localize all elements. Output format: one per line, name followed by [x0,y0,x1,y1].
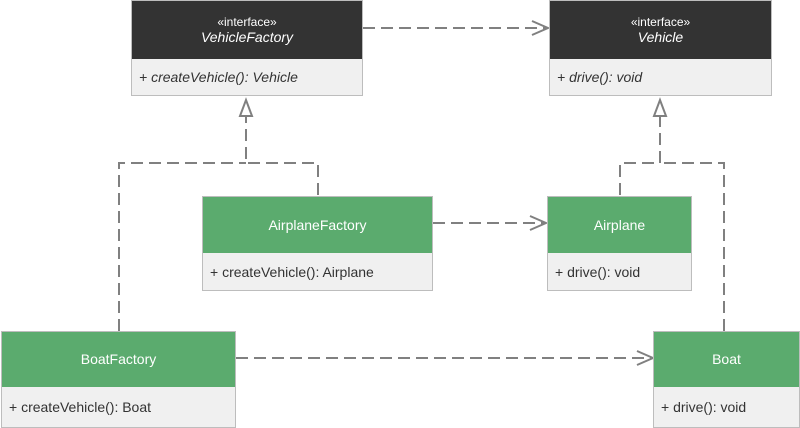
realization-airplane-vehicle [619,117,661,195]
boat-class-box: Boat + drive(): void [653,331,800,428]
vehicle-header: «interface» Vehicle [550,1,771,59]
boatfactory-method: + createVehicle(): Boat [9,399,152,415]
boatfactory-name: BoatFactory [80,351,157,367]
vehicle-interface-box: «interface» Vehicle + drive(): void [549,0,772,96]
airplanefactory-name: AirplaneFactory [268,216,367,233]
vehiclefactory-interface-box: «interface» VehicleFactory + createVehic… [131,0,363,96]
boat-method: + drive(): void [661,399,747,415]
vehiclefactory-name: VehicleFactory [200,28,294,45]
airplanefactory-header: AirplaneFactory [203,197,432,253]
dependency-arrowhead [529,215,549,231]
boatfactory-header: BoatFactory [2,332,235,387]
vehiclefactory-header: «interface» VehicleFactory [132,1,362,59]
vehicle-stereotype: «interface» [630,14,691,29]
realization-boatfactory-vehiclefactory [118,162,246,331]
boat-name: Boat [712,351,741,367]
boat-header: Boat [654,332,799,387]
realization-airplanefactory-vehiclefactory [245,117,319,195]
airplane-class-box: Airplane + drive(): void [547,196,692,291]
vehicle-method: + drive(): void [557,69,643,85]
vehicle-name: Vehicle [637,28,684,45]
airplane-header: Airplane [548,197,691,253]
realization-arrowhead [652,97,668,117]
airplanefactory-class-box: AirplaneFactory + createVehicle(): Airpl… [202,196,433,291]
airplanefactory-method: + createVehicle(): Airplane [210,263,374,280]
airplane-method: + drive(): void [555,263,641,280]
vehiclefactory-stereotype: «interface» [217,14,277,29]
boatfactory-class-box: BoatFactory + createVehicle(): Boat [1,331,236,428]
realization-boat-vehicle [660,162,725,331]
airplane-name: Airplane [593,216,646,233]
dependency-arrowhead [531,20,551,36]
realization-arrowhead [238,97,254,117]
vehiclefactory-method: + createVehicle(): Vehicle [139,69,298,85]
